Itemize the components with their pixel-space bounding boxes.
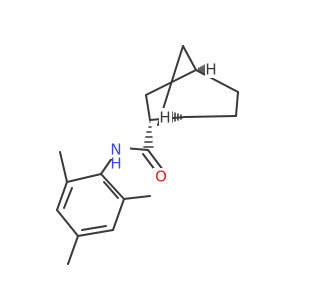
- nitrogen-label: N: [110, 141, 121, 159]
- bond-c1-c7: [182, 45, 197, 71]
- mesityl-ring: [56, 151, 151, 265]
- bridgehead-hydrogen-label-top: H: [205, 61, 216, 79]
- methyl-para: [67, 235, 79, 265]
- bond-c2-c3: [145, 94, 151, 121]
- bond-c1-c2: [145, 69, 197, 96]
- hashed-bond-c3-carbonyl: [143, 121, 154, 148]
- nitrogen-hydrogen-label: H: [110, 155, 121, 173]
- atom-label-h-bottom: H: [159, 108, 172, 127]
- bond-ar3-ar4: [77, 229, 114, 237]
- atom-label-h-top: H: [205, 61, 218, 79]
- bridgehead-hydrogen-label-bottom: H: [159, 109, 170, 127]
- bond-carbonyl-o-1: [147, 149, 164, 171]
- aromatic-double-1: [103, 181, 119, 199]
- bond-n-aryl: [100, 157, 113, 175]
- hashed-bond-h-top: [196, 64, 206, 76]
- aromatic-double-3: [63, 187, 73, 209]
- structure-canvas: N H O H H: [56, 45, 239, 265]
- atom-label-nh: N H: [104, 141, 130, 173]
- oxygen-label: O: [155, 168, 167, 186]
- aromatic-double-2: [81, 225, 107, 231]
- bond-ar4-ar5: [56, 209, 79, 237]
- bond-c5-c4: [184, 115, 237, 118]
- bond-ar2-ar3: [112, 198, 125, 231]
- bond-ar6-ar1: [66, 173, 102, 183]
- methyl-ortho-left: [59, 151, 68, 183]
- molecule-diagram: N H O H H: [56, 45, 239, 265]
- atom-label-o: O: [153, 168, 169, 186]
- bond-ar5-ar6: [56, 181, 68, 211]
- bond-ar1-ar2: [100, 173, 125, 200]
- bond-c6-c5: [235, 91, 239, 117]
- methyl-ortho-right: [123, 195, 151, 200]
